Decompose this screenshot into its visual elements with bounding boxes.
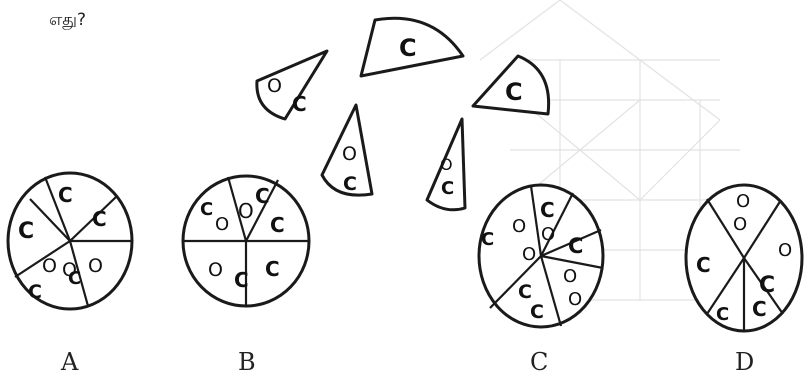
glyph-hook: C bbox=[441, 178, 454, 199]
piece-top-center: C bbox=[361, 18, 463, 76]
glyph-hook: C bbox=[343, 173, 357, 195]
glyph-hollow: O bbox=[267, 75, 282, 97]
glyph-hook: C bbox=[696, 253, 711, 277]
glyph-hook: C bbox=[28, 281, 42, 303]
option-c[interactable]: C O O C O C O C C O C bbox=[479, 185, 603, 376]
glyph-hook: C bbox=[481, 229, 494, 250]
piece-left: O C bbox=[257, 51, 327, 119]
glyph-hollow: O bbox=[541, 224, 555, 245]
glyph-hook: C bbox=[540, 198, 555, 222]
glyph-hook: C bbox=[270, 213, 285, 237]
piece-center-narrow: O C bbox=[322, 105, 372, 195]
glyph-hollow: O bbox=[88, 255, 103, 277]
glyph-hollow: O bbox=[778, 240, 792, 261]
glyph-hook: C bbox=[568, 234, 583, 258]
glyph-hook: C bbox=[752, 297, 767, 321]
glyph-hook: C bbox=[92, 207, 107, 231]
option-b[interactable]: C O O C C O C C B bbox=[183, 176, 309, 376]
glyph-hook: C bbox=[265, 257, 280, 281]
option-label: B bbox=[238, 348, 256, 376]
glyph-hook: C bbox=[518, 281, 532, 303]
option-label: C bbox=[530, 348, 548, 376]
glyph-hook: C bbox=[716, 304, 729, 325]
glyph-hollow: O bbox=[342, 143, 357, 165]
glyph-hook: C bbox=[530, 301, 544, 323]
glyph-hollow: O bbox=[733, 214, 747, 235]
glyph-hollow: O bbox=[208, 259, 223, 281]
question-pieces: C O C C O C O C bbox=[257, 18, 549, 210]
option-label: A bbox=[60, 348, 79, 376]
glyph-hook: C bbox=[18, 219, 34, 244]
glyph-hook: C bbox=[68, 268, 81, 289]
option-a[interactable]: C C C O O O C C A bbox=[8, 173, 132, 376]
glyph-hollow: O bbox=[440, 155, 453, 174]
piece-right-narrow: O C bbox=[427, 119, 465, 210]
glyph-hook: C bbox=[399, 34, 417, 62]
glyph-hollow: O bbox=[568, 289, 582, 310]
glyph-hollow: O bbox=[238, 199, 254, 223]
glyph-hollow: O bbox=[736, 191, 750, 212]
option-d[interactable]: O O O C C C C D bbox=[686, 185, 802, 376]
option-label: D bbox=[735, 348, 754, 376]
glyph-hook: C bbox=[200, 199, 213, 220]
glyph-hollow: O bbox=[42, 255, 57, 277]
glyph-hook: C bbox=[255, 184, 270, 208]
glyph-hollow: O bbox=[512, 216, 526, 237]
glyph-hook: C bbox=[759, 273, 775, 298]
glyph-hollow: O bbox=[563, 266, 577, 287]
glyph-hook: C bbox=[292, 92, 307, 116]
glyph-hook: C bbox=[234, 268, 249, 292]
glyph-hollow: O bbox=[215, 214, 229, 235]
question-text: எது? bbox=[49, 10, 86, 30]
glyph-hook: C bbox=[58, 183, 73, 207]
glyph-hook: C bbox=[505, 78, 523, 106]
glyph-hollow: O bbox=[522, 244, 536, 265]
piece-right: C bbox=[473, 56, 549, 114]
